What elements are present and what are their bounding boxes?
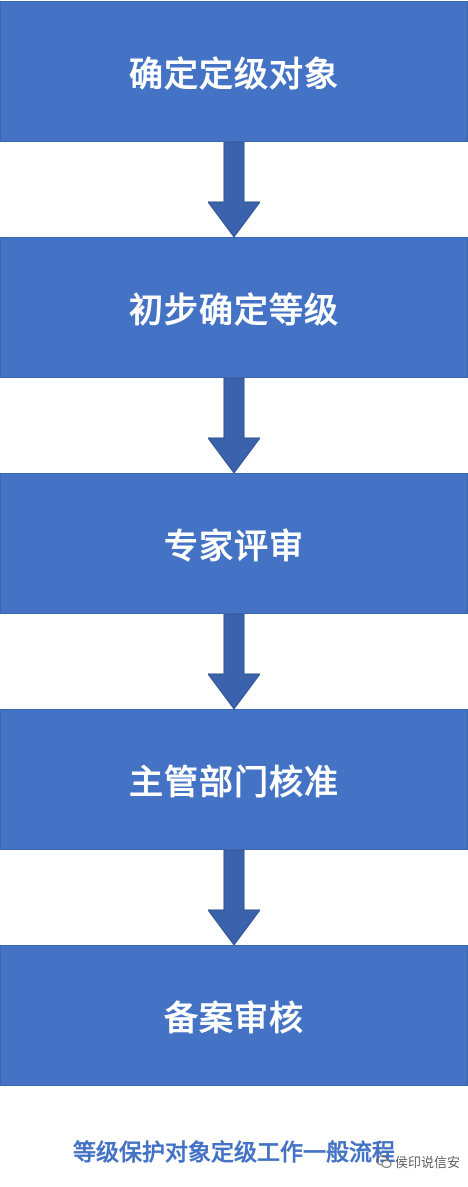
watermark: 侯印说信安	[375, 1152, 460, 1171]
flow-arrow-3	[208, 614, 260, 709]
watermark-text: 侯印说信安	[394, 1156, 460, 1171]
diagram-caption: 等级保护对象定级工作一般流程	[73, 1140, 395, 1166]
step-box-5: 备案审核	[0, 945, 468, 1086]
step-box-1: 确定定级对象	[0, 1, 468, 142]
wechat-icon	[375, 1154, 392, 1168]
step-box-2: 初步确定等级	[0, 237, 468, 378]
flow-arrow-1	[208, 142, 260, 237]
flow-arrow-2	[208, 378, 260, 473]
step-box-3: 专家评审	[0, 473, 468, 614]
step-box-4: 主管部门核准	[0, 709, 468, 850]
flow-arrow-4	[208, 850, 260, 945]
